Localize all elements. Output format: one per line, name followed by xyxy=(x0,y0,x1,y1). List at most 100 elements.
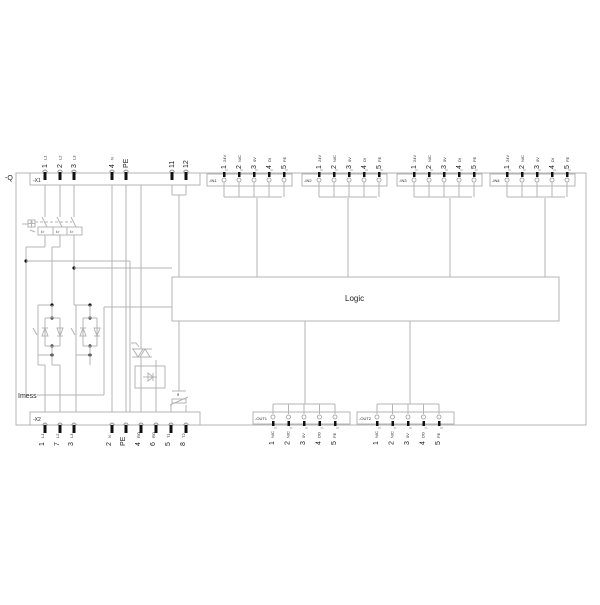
pin-sub-label: DI xyxy=(550,158,555,162)
input-pin[interactable]: 4DI xyxy=(361,158,368,197)
output-pin[interactable]: 3 0V xyxy=(300,404,308,445)
input-module-label: -IN3 xyxy=(399,178,407,183)
terminal-sub-label: L3 xyxy=(69,433,74,438)
input-pin[interactable]: 1 24V xyxy=(504,155,511,197)
output-pin[interactable]: 30V xyxy=(404,404,412,445)
input-pin[interactable]: 5FE xyxy=(471,157,478,197)
x2-terminal[interactable]: 8T2 xyxy=(180,422,189,446)
terminal-sub-label: L2 xyxy=(55,433,60,438)
terminal-sub-label: T2 xyxy=(181,433,186,438)
input-pin[interactable]: 2 N/C xyxy=(236,155,243,197)
svg-text:I>: I> xyxy=(56,229,60,234)
input-module-label: -IN1 xyxy=(209,178,217,183)
device-label: -Q xyxy=(5,175,13,182)
input-pin[interactable]: 2N/C xyxy=(331,155,338,197)
input-pin[interactable]: 5FE xyxy=(281,157,288,197)
pin-number: 3 xyxy=(441,165,448,169)
input-pin[interactable]: 4DI xyxy=(266,158,273,197)
pin-number: 2 xyxy=(519,165,526,169)
pin-sub-label: N/C xyxy=(286,431,291,438)
pin-number: 3 xyxy=(300,441,307,445)
pin-number: 3 xyxy=(534,165,541,169)
output-pin[interactable]: 2N/C xyxy=(285,404,293,445)
x2-terminal[interactable]: 6RO xyxy=(150,422,159,446)
x1-terminal[interactable]: 12 xyxy=(183,160,190,180)
output-pin[interactable]: 4DO xyxy=(420,404,428,445)
output-pin[interactable]: 5FE xyxy=(331,404,339,445)
terminal-sub-label: L2 xyxy=(58,155,63,160)
input-pin[interactable]: 5FE xyxy=(376,157,383,197)
x1-terminal[interactable]: 1 L1 xyxy=(42,155,49,180)
pin-sub-label: N/C xyxy=(427,155,432,162)
terminal-sub-label: L3 xyxy=(72,155,77,160)
pin-number: 4 xyxy=(266,165,273,169)
x1-terminal[interactable]: 4N xyxy=(109,157,116,180)
pin-number: 1 xyxy=(504,165,511,169)
input-pin[interactable]: 4DI xyxy=(549,158,556,197)
pin-sub-label: 0V xyxy=(535,157,540,162)
x1-terminal[interactable]: 11 xyxy=(169,161,176,180)
input-pin[interactable]: 30V xyxy=(251,157,258,197)
terminal-sub-label: N xyxy=(110,157,115,160)
x2-terminal[interactable]: 7L2 xyxy=(54,422,63,446)
output-modules: -OUT11N/C2N/C30V4DO5FE-OUT21N/C2N/C30V4D… xyxy=(252,403,455,445)
pin-sub-label: N/C xyxy=(237,155,242,162)
pin-number: 5 xyxy=(281,165,288,169)
pin-sub-label: DO xyxy=(421,432,426,438)
input-pin[interactable]: 4DI xyxy=(456,158,463,197)
pin-number: 1 xyxy=(411,165,418,169)
x1-terminal[interactable]: PE xyxy=(123,158,130,180)
terminal-sub-label: RO xyxy=(136,432,141,438)
output-pin[interactable]: 4DO xyxy=(316,404,324,445)
pin-sub-label: 24V xyxy=(505,155,510,162)
x2-terminal[interactable]: 2N xyxy=(106,422,115,446)
x2-terminal[interactable]: 5T1 xyxy=(165,422,174,446)
input-pin[interactable]: 30V xyxy=(346,157,353,197)
input-module-label: -IN4 xyxy=(492,178,500,183)
x1-terminal[interactable]: 3L3 xyxy=(71,155,78,180)
device-frame xyxy=(15,172,587,426)
output-pin[interactable]: 1N/C xyxy=(269,404,277,445)
pin-sub-label: N/C xyxy=(332,155,337,162)
x1-terminal[interactable]: 2L2 xyxy=(57,155,64,180)
input-pin[interactable]: 2N/C xyxy=(426,155,433,197)
pin-number: 1 xyxy=(316,165,323,169)
output-pin[interactable]: 2N/C xyxy=(389,404,397,445)
x2-terminal[interactable]: 4 RO xyxy=(135,422,144,446)
x2-terminal[interactable]: 1L1 xyxy=(39,422,48,446)
x2-terminal[interactable]: 3L3 xyxy=(68,422,77,446)
pin-number: 5 xyxy=(564,165,571,169)
pin-sub-label: 0V xyxy=(301,433,306,438)
terminal-sub-label: RO xyxy=(151,432,156,438)
input-pin[interactable]: 3 0V xyxy=(441,157,448,197)
pin-sub-label: 0V xyxy=(442,157,447,162)
output-pin[interactable]: 1N/C xyxy=(373,404,381,445)
input-pin[interactable]: 2N/C xyxy=(519,155,526,197)
pin-sub-label: FE xyxy=(436,433,441,438)
pin-number: 2 xyxy=(236,165,243,169)
terminal-number: 12 xyxy=(183,160,190,168)
terminal-number: 1 xyxy=(42,164,49,168)
terminal-number: 4 xyxy=(109,164,116,168)
x2-terminal[interactable]: PE xyxy=(120,422,129,446)
terminal-sub-label: L1 xyxy=(43,155,48,160)
rectifier-block xyxy=(134,365,166,412)
output-pin[interactable]: 5FE xyxy=(435,404,443,445)
terminal-number: 11 xyxy=(169,161,176,168)
input-pin[interactable]: 3 0V xyxy=(534,157,541,197)
input-module-4: -IN4 1 24V 2N/C 3 0V 4DI 5FE xyxy=(489,155,576,198)
input-pin[interactable]: 5FE xyxy=(564,157,571,197)
semiconductor-bridge-1 xyxy=(32,303,64,412)
terminal-number: 4 xyxy=(135,442,142,446)
pin-number: 5 xyxy=(471,165,478,169)
logic-block[interactable] xyxy=(171,276,560,322)
svg-text:ϑ: ϑ xyxy=(177,392,180,397)
